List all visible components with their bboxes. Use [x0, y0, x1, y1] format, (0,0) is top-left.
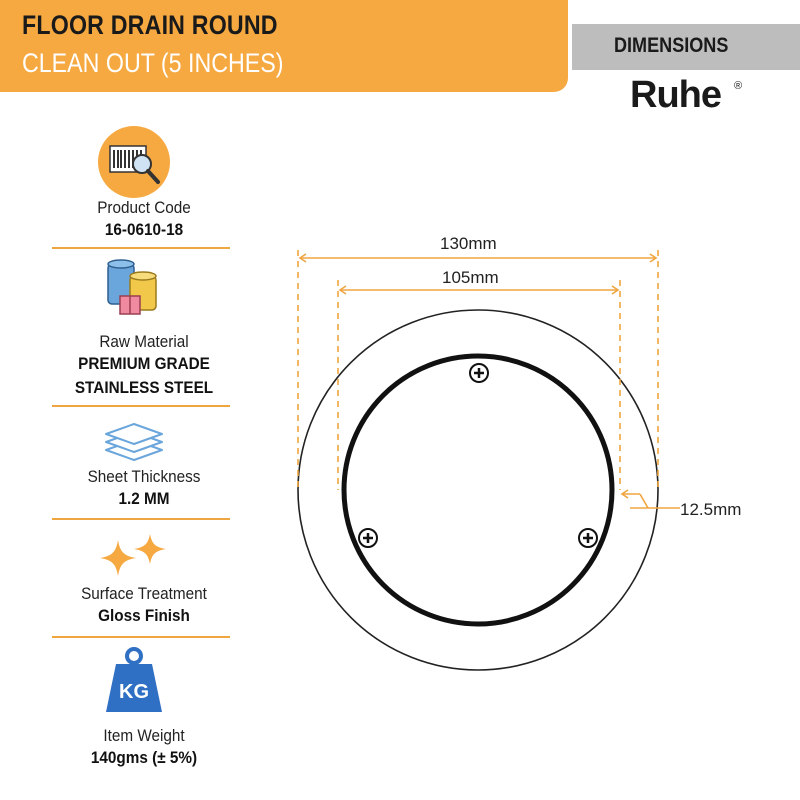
spec-raw-material: Raw Material PREMIUM GRADE STAINLESS STE…: [60, 332, 228, 400]
outer-dimension-line: [297, 250, 659, 488]
barcode-icon: [98, 126, 170, 198]
brand-logo: Ruhe: [630, 74, 722, 116]
drain-dimension-drawing: [297, 250, 680, 671]
spec-value: Gloss Finish: [98, 606, 190, 625]
divider: [52, 518, 230, 520]
page-subtitle: CLEAN OUT (5 INCHES): [22, 48, 284, 78]
spec-value-line2: STAINLESS STEEL: [74, 378, 214, 397]
page-title: FLOOR DRAIN ROUND: [22, 10, 278, 40]
sheet-layers-icon: [105, 423, 163, 461]
divider: [52, 405, 230, 407]
spec-label: Sheet Thickness: [87, 467, 201, 486]
outer-diameter-label: 130mm: [440, 234, 497, 253]
rim-width-label: 12.5mm: [680, 500, 742, 519]
spec-sheet-thickness: Sheet Thickness 1.2 MM: [60, 467, 228, 511]
weight-icon-text: KG: [119, 681, 149, 703]
raw-material-icon: [107, 259, 157, 315]
dimensions-bar: [572, 24, 800, 70]
outer-ring: [297, 309, 659, 671]
screw: [358, 528, 378, 548]
inner-ring: [341, 353, 615, 627]
header-banner: FLOOR DRAIN ROUND CLEAN OUT (5 INCHES): [0, 0, 568, 92]
divider: [52, 636, 230, 638]
screw: [578, 528, 598, 548]
sparkle-icon: [100, 534, 166, 576]
spec-value: 16-0610-18: [104, 220, 184, 239]
spec-surface-treatment: Surface Treatment Gloss Finish: [60, 584, 228, 628]
spec-value: 1.2 MM: [118, 489, 170, 508]
brand-registered-mark: ®: [734, 80, 743, 92]
screw: [469, 363, 489, 383]
spec-value: PREMIUM GRADE: [78, 354, 210, 373]
spec-label: Item Weight: [103, 726, 185, 745]
spec-value: 140gms (± 5%): [90, 748, 198, 767]
rim-dimension-line: [620, 489, 680, 509]
weight-icon: KG: [106, 647, 162, 712]
divider: [52, 247, 230, 249]
dimensions-label: DIMENSIONS: [614, 34, 729, 57]
spec-label: Raw Material: [99, 332, 189, 351]
inner-dimension-line: [337, 280, 621, 490]
spec-label: Product Code: [97, 198, 191, 217]
inner-diameter-label: 105mm: [442, 268, 499, 287]
spec-label: Surface Treatment: [81, 584, 207, 603]
spec-item-weight: Item Weight 140gms (± 5%): [60, 726, 228, 770]
spec-product-code: Product Code 16-0610-18: [60, 198, 228, 242]
